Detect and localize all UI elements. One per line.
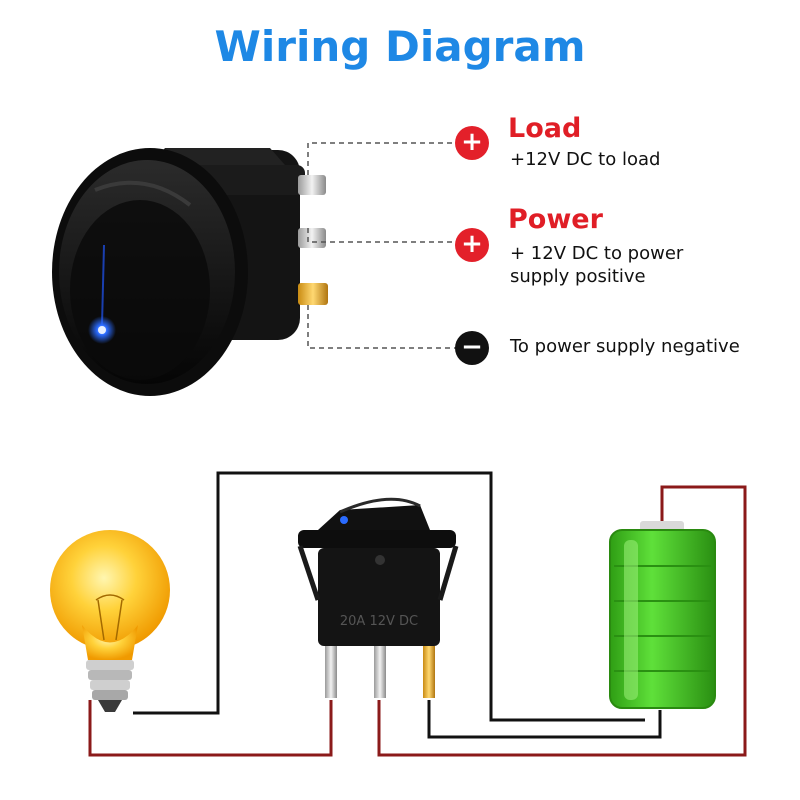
red-wires [88,485,747,757]
light-bulb-icon [50,530,170,712]
battery-icon [609,521,716,709]
side-switch-icon [297,497,459,698]
rocker-switch-icon [52,148,305,396]
power-description-line2: supply positive [510,266,646,287]
black-wires [133,471,662,739]
switch-terminals [298,175,328,305]
load-description: +12V DC to load [510,149,661,170]
power-description-line1: + 12V DC to power [510,243,684,264]
load-heading: Load [508,113,582,144]
load-plus-icon: + [455,126,489,160]
diagram-title: Wiring Diagram [214,22,586,71]
negative-minus-icon: − [455,331,489,365]
leader-lines [307,142,458,349]
power-plus-icon: + [455,228,489,262]
negative-description: To power supply negative [510,336,740,357]
switch-marking: 20A 12V DC [340,614,418,629]
power-heading: Power [508,204,603,235]
